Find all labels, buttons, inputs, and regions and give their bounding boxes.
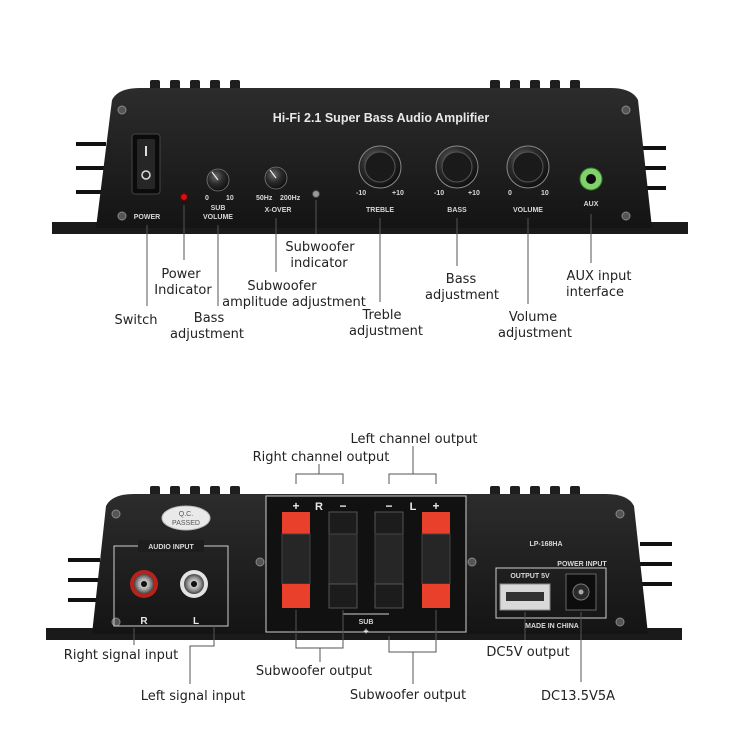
volume-callout-1: Volume bbox=[509, 310, 557, 325]
sub-volume-min: 0 bbox=[205, 195, 209, 202]
sub-indicator-callout-1: Subwoofer bbox=[285, 240, 355, 255]
rca-l-label: L bbox=[193, 616, 199, 627]
terminal-right-minus[interactable] bbox=[328, 511, 358, 535]
model-label: LP-168HA bbox=[529, 541, 562, 548]
sub-plus: + bbox=[363, 626, 368, 636]
xover-knob[interactable] bbox=[264, 166, 288, 190]
heatsink-fins-right bbox=[634, 146, 666, 190]
volume-callout-2: adjustment bbox=[498, 326, 572, 341]
qc-label-1: Q.C. bbox=[179, 511, 193, 518]
output-5v-label: OUTPUT 5V bbox=[510, 573, 550, 580]
power-switch-label: POWER bbox=[134, 214, 160, 221]
terminal-sub-plus-2[interactable] bbox=[422, 584, 450, 608]
terminal-sub-minus-1[interactable] bbox=[328, 583, 358, 609]
terminal-right-plus[interactable] bbox=[282, 512, 310, 534]
right-signal-callout: Right signal input bbox=[64, 648, 178, 663]
bass-knob[interactable] bbox=[435, 145, 479, 189]
output-frame bbox=[495, 567, 607, 619]
rca-jack-left[interactable] bbox=[180, 570, 208, 598]
treble-knob[interactable] bbox=[358, 145, 402, 189]
front-amplifier: Hi-Fi 2.1 Super Bass Audio Amplifier POW… bbox=[52, 80, 688, 234]
right-channel-callout: Right channel output bbox=[253, 450, 390, 465]
sub-volume-max: 10 bbox=[226, 195, 234, 202]
right-minus: − bbox=[339, 499, 346, 513]
left-signal-callout: Left signal input bbox=[141, 689, 246, 704]
rear-callouts: Left channel output Right channel output… bbox=[64, 432, 615, 704]
volume-knob[interactable] bbox=[506, 145, 550, 189]
xover-max: 200Hz bbox=[280, 195, 301, 202]
left-group-label: L bbox=[410, 501, 417, 513]
xover-label: X-OVER bbox=[265, 207, 292, 214]
bass2-callout-2: adjustment bbox=[425, 288, 499, 303]
speaker-terminal-block: + R − − L + SUB + bbox=[255, 495, 477, 636]
volume-label: VOLUME bbox=[513, 207, 543, 214]
audio-input-label: AUDIO INPUT bbox=[148, 544, 194, 551]
sub-volume-label-1: SUB bbox=[211, 205, 226, 212]
treble-callout-1: Treble bbox=[362, 308, 402, 323]
rca-jack-right[interactable] bbox=[130, 570, 158, 598]
aux-label: AUX bbox=[584, 201, 599, 208]
dc5v-callout: DC5V output bbox=[486, 645, 569, 660]
power-indicator-callout-1: Power bbox=[161, 267, 201, 282]
rca-r-label: R bbox=[140, 616, 148, 627]
sub-output-callout-1: Subwoofer output bbox=[256, 664, 372, 679]
rear-amplifier: Q.C. PASSED AUDIO INPUT R L + R − − L + bbox=[46, 486, 682, 640]
left-plus: + bbox=[432, 499, 439, 513]
qc-passed-sticker: Q.C. PASSED bbox=[161, 505, 211, 531]
rear-screws bbox=[111, 509, 625, 627]
bass-label: BASS bbox=[447, 207, 467, 214]
screws bbox=[117, 105, 631, 221]
rear-callout-leads bbox=[133, 446, 582, 684]
front-callout-leads bbox=[146, 200, 592, 306]
treble-label: TREBLE bbox=[366, 207, 394, 214]
right-group-label: R bbox=[315, 501, 323, 513]
subwoofer-indicator-led bbox=[312, 190, 320, 198]
volume-min: 0 bbox=[508, 190, 512, 197]
qc-label-2: PASSED bbox=[172, 520, 200, 527]
bass-adjust-callout-2: adjustment bbox=[170, 327, 244, 342]
sub-output-callout-2: Subwoofer output bbox=[350, 688, 466, 703]
bass2-callout-1: Bass bbox=[446, 272, 477, 287]
terminal-left-plus[interactable] bbox=[422, 512, 450, 534]
bass-max: +10 bbox=[468, 190, 480, 197]
left-channel-callout: Left channel output bbox=[350, 432, 477, 447]
treble-callout-2: adjustment bbox=[349, 324, 423, 339]
treble-max: +10 bbox=[392, 190, 404, 197]
aux-jack[interactable] bbox=[579, 167, 603, 191]
sub-volume-knob[interactable] bbox=[206, 168, 230, 192]
xover-min: 50Hz bbox=[256, 195, 273, 202]
rear-heatsink-fins-left bbox=[68, 558, 100, 602]
power-indicator-callout-2: Indicator bbox=[154, 283, 212, 298]
terminal-sub-plus-1[interactable] bbox=[282, 584, 310, 608]
left-minus: − bbox=[385, 499, 392, 513]
sub-volume-label-2: VOLUME bbox=[203, 214, 233, 221]
rear-heatsink-fins-right bbox=[640, 542, 672, 586]
aux-callout-2: interface bbox=[566, 285, 624, 300]
sub-amplitude-callout-2: amplitude adjustment bbox=[222, 295, 366, 310]
power-input-label: POWER INPUT bbox=[557, 561, 607, 568]
usb-port[interactable] bbox=[499, 583, 551, 611]
amplifier-title: Hi-Fi 2.1 Super Bass Audio Amplifier bbox=[273, 111, 490, 125]
aux-callout-1: AUX input bbox=[567, 269, 632, 284]
treble-min: -10 bbox=[356, 190, 366, 197]
power-switch[interactable] bbox=[131, 133, 161, 195]
sub-label: SUB bbox=[359, 619, 374, 626]
power-indicator-led bbox=[180, 193, 188, 201]
bass-adjust-callout-1: Bass bbox=[194, 311, 225, 326]
sub-indicator-callout-2: indicator bbox=[290, 256, 348, 271]
right-plus: + bbox=[292, 499, 299, 513]
sub-amplitude-callout-1: Subwoofer bbox=[247, 279, 317, 294]
dc13-callout: DC13.5V5A bbox=[541, 689, 615, 704]
made-in-label: MADE IN CHINA bbox=[525, 623, 579, 630]
heatsink-fins-left bbox=[76, 142, 106, 194]
bass-min: -10 bbox=[434, 190, 444, 197]
front-callouts: Switch Power Indicator Bass adjustment S… bbox=[115, 240, 632, 342]
dc-power-jack[interactable] bbox=[565, 573, 597, 611]
terminal-sub-minus-2[interactable] bbox=[374, 583, 404, 609]
terminal-left-minus[interactable] bbox=[374, 511, 404, 535]
switch-callout: Switch bbox=[115, 313, 158, 328]
volume-max: 10 bbox=[541, 190, 549, 197]
